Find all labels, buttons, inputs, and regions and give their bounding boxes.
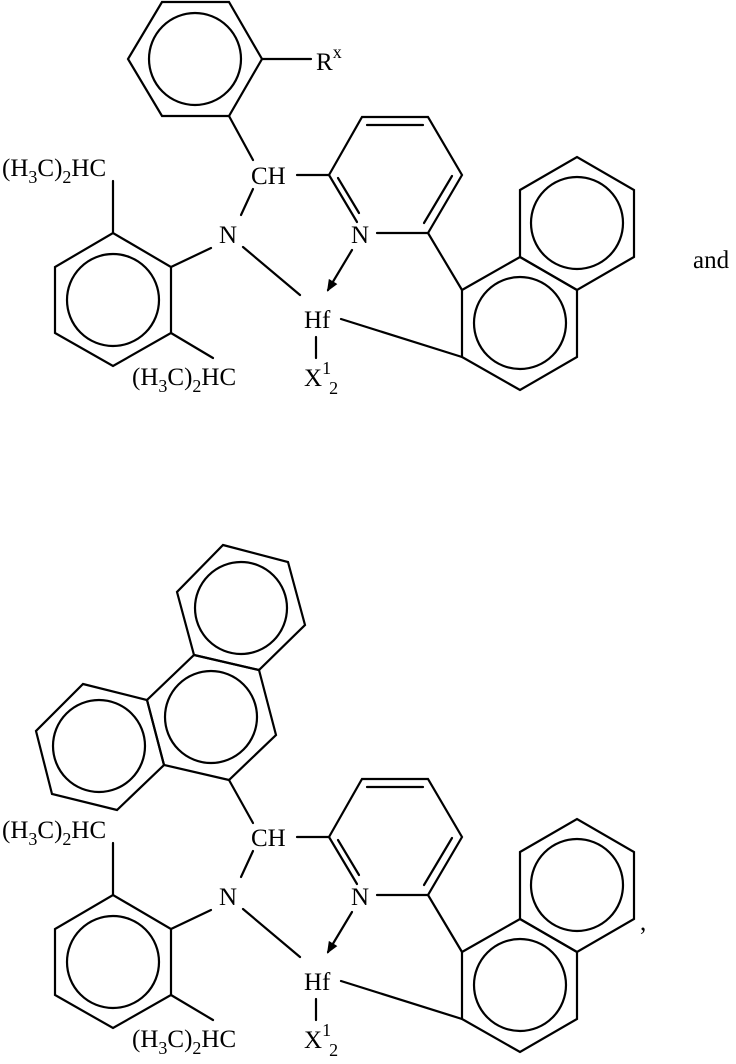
x-ligand-label: X12 [304, 358, 338, 398]
amine-n-label: N [219, 884, 237, 911]
diisopropylphenyl-ring [55, 233, 171, 366]
dative-bond-arrow [328, 912, 352, 952]
isopropyl-label-bottom: (H3C)2HC [132, 1026, 236, 1058]
comma-text: , [640, 909, 646, 936]
x-ligand-label: X12 [304, 1020, 338, 1060]
pyridine-n-label: N [351, 884, 369, 911]
and-text: and [693, 247, 730, 274]
ch-label: CH [251, 825, 286, 852]
amine-n-label: N [219, 222, 237, 249]
naphthyl-group [462, 157, 634, 390]
hafnium-label: Hf [304, 307, 331, 334]
diisopropylphenyl-ring [55, 895, 171, 1028]
naphthyl-group [462, 819, 634, 1052]
phenyl-ring [128, 2, 262, 116]
phenanthryl-group [36, 545, 305, 810]
dative-bond-arrow [328, 250, 352, 290]
pyridine-ring [329, 117, 462, 233]
ligand-core-2: CH N , Hf X12 N [2, 779, 646, 1060]
structure-2: CH N , Hf X12 N [2, 545, 646, 1060]
ligand-core-1: CH N Hf X12 N (H3C)2HC [2, 117, 634, 398]
isopropyl-label-top: (H3C)2HC [2, 817, 106, 849]
isopropyl-label-bottom: (H3C)2HC [132, 364, 236, 396]
ch-label: CH [251, 163, 286, 190]
pyridine-n-label: N [351, 222, 369, 249]
phenyl-ch-bond [229, 116, 253, 160]
rx-label: Rx [316, 42, 342, 76]
isopropyl-label-top: (H3C)2HC [2, 155, 106, 187]
hafnium-label: Hf [304, 969, 331, 996]
pyridine-ring [329, 779, 462, 895]
